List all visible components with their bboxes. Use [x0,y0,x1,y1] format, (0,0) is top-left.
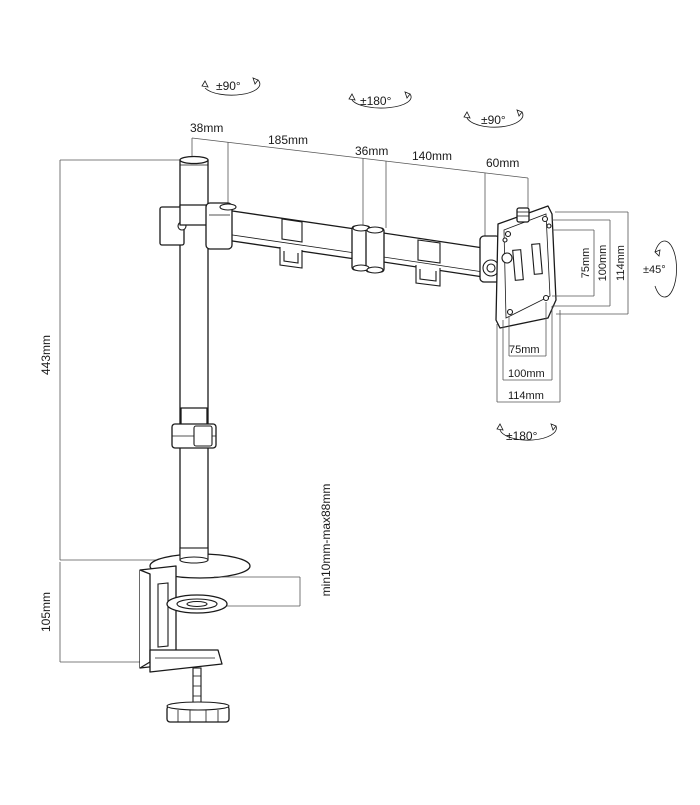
arm-dimension-140mm: 140mm [412,149,452,163]
vesa-plate [495,205,557,329]
vesa-horizontal-dimension-lines [496,302,561,403]
clamp-range-marker [214,576,301,607]
height-collar [171,423,217,449]
clamp-screw [192,667,202,707]
elbow-joint [351,224,385,274]
clamp-knob [166,701,230,723]
rotation-indicator-top-middle: ±180° [348,91,412,109]
pole-top-joint [159,202,237,250]
rotation-label-top-middle: ±180° [360,94,392,108]
rotation-indicator-top-right: ±90° [463,109,524,128]
rotation-label-top-left: ±90° [216,79,241,93]
vesa-horizontal-75mm: 75mm [509,344,540,356]
arm-dimension-60mm: 60mm [486,156,519,170]
pole-height-label: 443mm [39,335,53,375]
vesa-horizontal-100mm: 100mm [508,368,545,380]
clamp-pad [166,594,228,614]
rotation-label-side: ±45° [643,264,666,276]
arm-dimension-185mm: 185mm [268,133,308,147]
clamp-range-label: min10mm-max88mm [319,484,333,597]
arm-dimension-lines [191,137,529,240]
clamp-height-label: 105mm [39,592,53,632]
vesa-vertical-dimension-lines [552,211,629,315]
cable-clip-2 [415,239,441,287]
vesa-vertical-75mm: 75mm [580,248,592,279]
desk-clamp [139,565,223,673]
rotation-indicator-top-left: ±90° [201,77,261,96]
rotation-indicator-bottom: ±180° [496,423,557,443]
vesa-horizontal-114mm: 114mm [508,390,544,402]
cable-clip-1 [279,218,303,269]
arm-dimension-38mm: 38mm [190,121,223,135]
rotation-label-top-right: ±90° [481,113,506,127]
arm-dimension-36mm: 36mm [355,144,388,158]
vesa-vertical-100mm: 100mm [597,245,609,282]
tilt-head [479,235,501,283]
rotation-label-bottom: ±180° [506,429,538,443]
rotation-indicator-side: ±45° [643,240,677,298]
vesa-vertical-114mm: 114mm [615,245,627,281]
